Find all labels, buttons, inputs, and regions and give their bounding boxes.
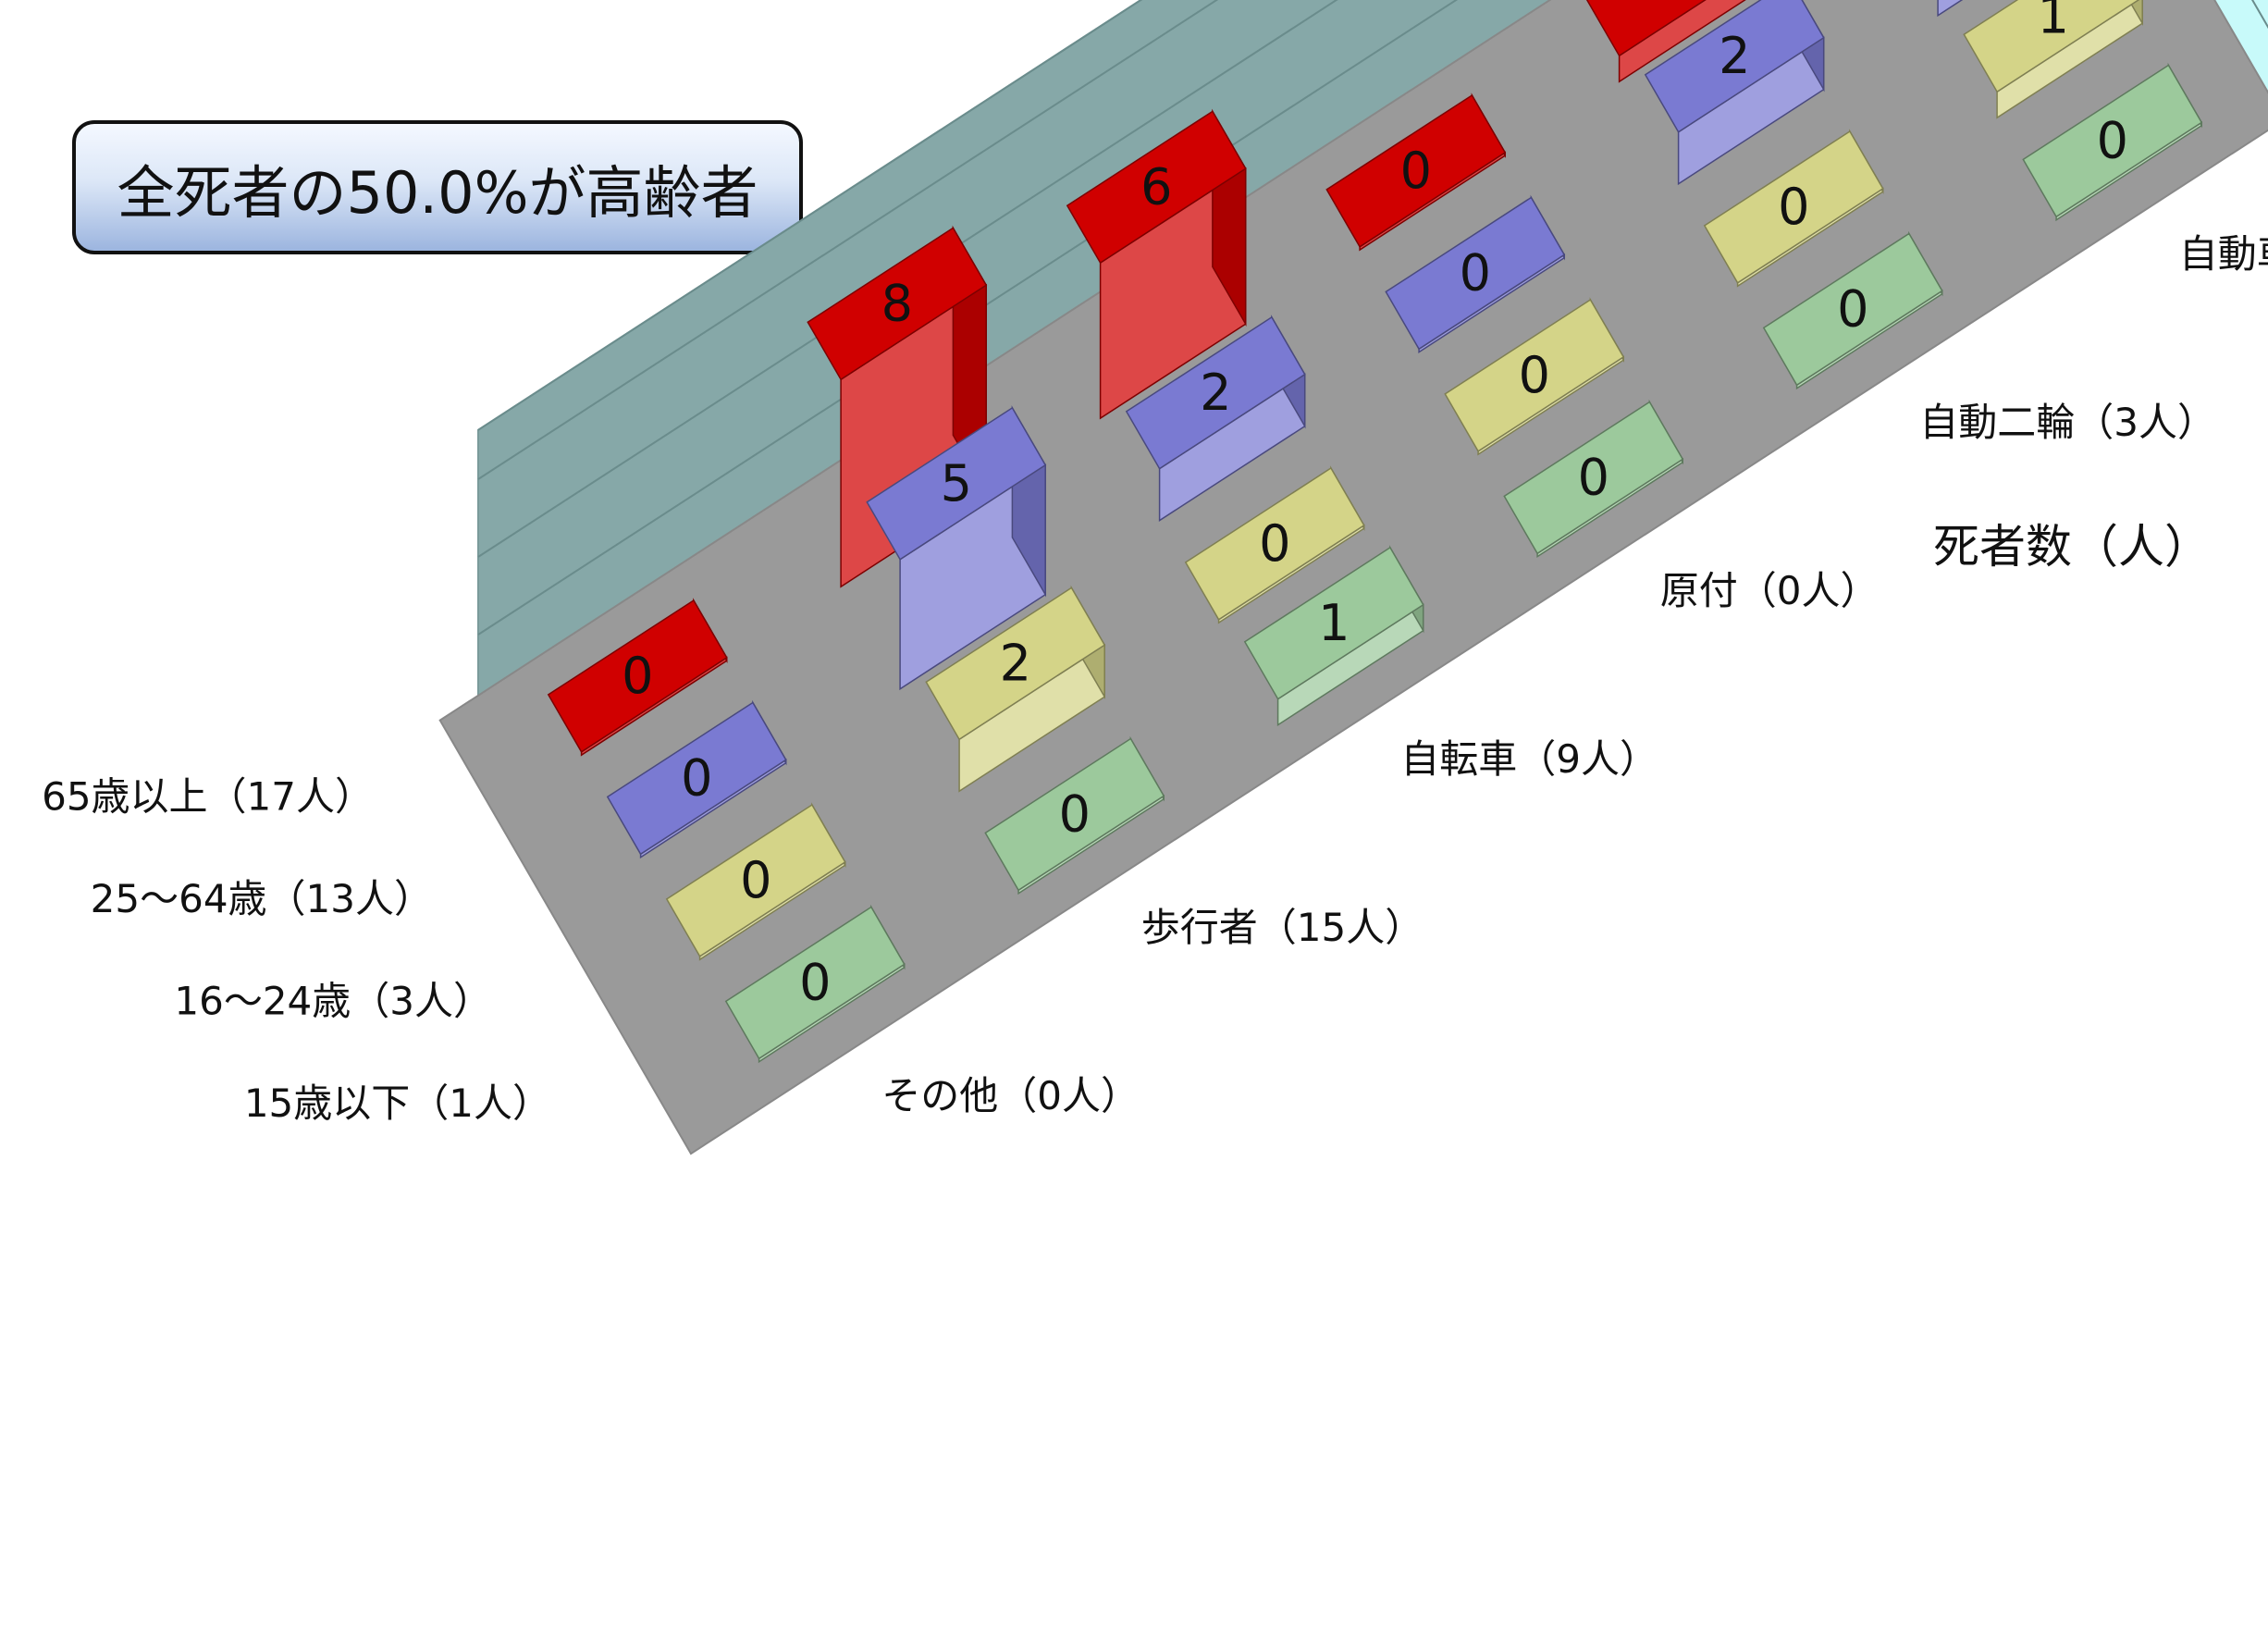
age-group-label: 25～64歳（13人） — [91, 876, 433, 921]
gridline — [477, 0, 1338, 558]
bar: 0 — [724, 904, 906, 1064]
bar-value-label: 2 — [1719, 27, 1750, 85]
age-group-label: 15歳以下（1人） — [244, 1080, 551, 1126]
bar-value-label: 1 — [1318, 594, 1350, 652]
mode-label: 原付（0人） — [1660, 568, 1880, 613]
mode-label: 自動二輪（3人） — [1919, 400, 2216, 445]
bar-value-label: 1 — [1659, 0, 1691, 8]
bar-top-face — [807, 227, 988, 381]
bar-value-label: 0 — [1259, 514, 1290, 573]
bar-front-face — [1937, 0, 1964, 18]
bar-value-label: 2 — [1200, 364, 1231, 422]
bar-top-face — [665, 803, 846, 957]
bar-value-label: 0 — [740, 851, 771, 909]
mode-label: その他（0人） — [881, 1073, 1140, 1118]
bar: 0 — [1762, 230, 1943, 390]
callout-box: 全死者の50.0%が高齢者 — [72, 120, 803, 254]
gridline — [477, 0, 1219, 480]
bar-top-face — [1503, 401, 1684, 555]
bar-top-face — [1243, 546, 1424, 700]
bar: 0 — [1325, 93, 1507, 252]
bar-top-face — [1444, 298, 1625, 452]
bar: 0 — [547, 598, 728, 757]
bar-top-face — [1585, 0, 1707, 57]
bar-top-face — [1184, 466, 1365, 621]
bar-value-label: 1 — [2038, 0, 2069, 44]
bar: 0 — [1703, 129, 1884, 288]
mode-label: 自転車（9人） — [1400, 736, 1658, 782]
age-group-label: 65歳以上（17人） — [42, 773, 374, 819]
z-axis-label: 死者数（人） — [1933, 520, 2211, 574]
age-group-labels: 65歳以上（17人） 25～64歳（13人） 16～24歳（3人） 15歳以下（1人） — [42, 773, 551, 1126]
bar-top-face — [1325, 93, 1507, 248]
bar: 1 — [1585, 0, 1746, 83]
bar: 2 — [1644, 0, 1825, 186]
bar: 0 — [1184, 465, 1365, 624]
bar: 2 — [1125, 315, 1306, 522]
callout-text: 全死者の50.0%が高齢者 — [117, 158, 758, 227]
bar-top-face — [1644, 0, 1825, 133]
bar-value-label: 0 — [1519, 346, 1550, 404]
bar-value-label: 0 — [799, 953, 831, 1011]
mode-label: 自動車（7人） — [2179, 231, 2268, 277]
bar-value-label: 6 — [1140, 157, 1172, 216]
gridline — [477, 0, 2268, 636]
bar: 0 — [2022, 62, 2203, 222]
bar-top-face — [1703, 130, 1884, 284]
bar-value-label: 8 — [881, 274, 913, 332]
bar-top-face — [1125, 315, 1306, 470]
bar-value-label: 2 — [1000, 634, 1031, 692]
bars: 086012052024020001001000 — [547, 0, 2203, 1064]
bar-top-face — [1963, 0, 2140, 93]
bar: 4 — [1937, 0, 1964, 18]
bar-value-label: 0 — [1578, 448, 1609, 506]
mode-label: 歩行者（15人） — [1141, 905, 1424, 950]
age-group-label: 16～24歳（3人） — [174, 978, 492, 1023]
z-axis: 死者数（人） 0369 — [1933, 520, 2211, 574]
bar-top-face — [2022, 64, 2203, 218]
bar-value-label: 0 — [1837, 279, 1868, 338]
bar-value-label: 5 — [941, 454, 972, 512]
bar-top-face — [724, 906, 906, 1060]
bar: 1 — [1963, 0, 2143, 119]
bar: 0 — [1503, 399, 1684, 558]
bar: 0 — [984, 735, 1165, 895]
bar-value-label: 0 — [681, 748, 712, 807]
bar-value-label: 0 — [1059, 784, 1091, 843]
mode-labels: その他（0人） 歩行者（15人） 自転車（9人） 原付（0人） 自動二輪（3人） 自動車（… — [881, 231, 2268, 1118]
bar-top-face — [984, 737, 1165, 892]
bar: 2 — [925, 585, 1106, 793]
bar-value-label: 0 — [622, 647, 653, 705]
bar-value-label: 0 — [2097, 111, 2128, 169]
bar: 6 — [1066, 108, 1247, 420]
bar-value-label: 0 — [1778, 178, 1809, 236]
bar: 0 — [665, 802, 846, 961]
bar-value-label: 0 — [1400, 142, 1432, 200]
bar-value-label: 0 — [1460, 243, 1491, 302]
wall-top-edge — [477, 0, 1143, 431]
bar: 1 — [1243, 545, 1424, 726]
bar-front-face — [1618, 0, 1746, 83]
bar: 0 — [1444, 297, 1625, 456]
bar: 0 — [1385, 194, 1566, 353]
bar-top-face — [1385, 196, 1566, 351]
bar-top-face — [1066, 110, 1247, 265]
bar-top-face — [925, 587, 1106, 741]
bar-top-face — [547, 599, 728, 753]
bar-top-face — [1762, 232, 1943, 387]
bar-top-face — [866, 406, 1047, 561]
bar-top-face — [606, 701, 787, 856]
bar-front-face — [1996, 0, 2143, 119]
bar: 0 — [606, 699, 787, 859]
bar: 5 — [866, 405, 1047, 691]
